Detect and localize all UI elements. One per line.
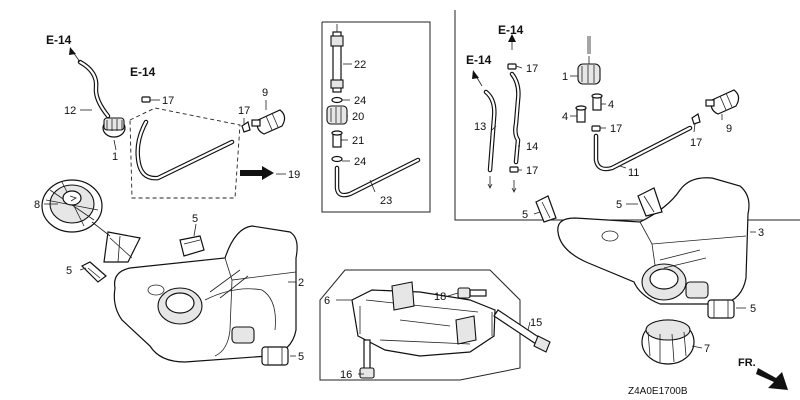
callout-4-a: 4 [608, 99, 614, 111]
callout-24-a: 24 [354, 95, 366, 107]
grommet-right-1 [535, 195, 557, 223]
callout-9-right: 9 [726, 123, 732, 135]
callout-5-c: 5 [298, 351, 304, 363]
callout-21: 21 [352, 135, 364, 147]
inset-box-6 [319, 269, 521, 381]
callout-4-b: 4 [562, 111, 568, 123]
callout-9-left: 9 [262, 87, 268, 99]
ref-e14-left: E-14 [46, 33, 72, 47]
callout-16: 16 [340, 369, 352, 381]
callout-17-e: 17 [610, 123, 622, 135]
pipe-22 [330, 24, 344, 93]
callout-5-e: 5 [616, 199, 622, 211]
fuel-tank-left [113, 225, 298, 363]
part-callouts: 12 1 17 17 9 19 8 5 5 2 5 22 24 20 21 24… [34, 59, 764, 381]
divider-line [454, 10, 800, 221]
inset-box-19 [321, 21, 431, 213]
joint-4-a [591, 93, 603, 111]
callout-17-a: 17 [162, 95, 174, 107]
bolt-15 [493, 309, 551, 353]
grommet-right-3 [707, 299, 735, 319]
joint-21 [331, 130, 343, 148]
leader-lines [44, 63, 756, 375]
joint-4-b [575, 105, 587, 123]
fuel-filter-right [577, 36, 601, 85]
callout-17-f: 17 [690, 137, 702, 149]
clip-17-b [241, 121, 251, 133]
callout-17-b: 17 [238, 105, 250, 117]
callout-15: 15 [530, 317, 542, 329]
callout-17-c: 17 [526, 63, 538, 75]
bolt-18 [457, 287, 487, 299]
grommet-left-2 [80, 261, 107, 283]
callout-11: 11 [628, 167, 639, 179]
ref-e14-right-2: E-14 [466, 53, 492, 67]
oring-24-a [331, 96, 343, 104]
oring-24-b [331, 155, 343, 163]
callout-23: 23 [380, 195, 392, 207]
callout-1-left: 1 [112, 151, 118, 163]
callout-7: 7 [704, 343, 710, 355]
check-valve-right [705, 89, 740, 115]
callout-19: 19 [288, 169, 300, 181]
clip-17-a [141, 96, 151, 103]
ref-e14-right: E-14 [498, 23, 524, 37]
fuel-tank-right [557, 177, 750, 305]
callout-8: 8 [34, 199, 40, 211]
clip-17-f [691, 113, 701, 125]
callout-13: 13 [474, 121, 486, 133]
fuel-filter-left [102, 117, 126, 138]
callout-3: 3 [758, 227, 764, 239]
grommet-left-1 [179, 235, 205, 257]
check-valve-left [251, 109, 286, 135]
callout-5-a: 5 [192, 213, 198, 225]
arrow-to-19 [240, 166, 274, 180]
reference-labels: E-14 E-14 E-14 E-14 [46, 23, 524, 79]
filter-20 [326, 105, 348, 125]
callout-2: 2 [298, 277, 304, 289]
callout-12: 12 [64, 105, 76, 117]
bolt-16 [359, 339, 375, 379]
clip-17-e [591, 125, 601, 132]
fuel-cap-right [641, 319, 695, 365]
callout-14: 14 [526, 141, 538, 153]
hose-12 [69, 47, 111, 119]
fuel-cap-left [41, 179, 103, 233]
front-label: FR. [738, 357, 756, 369]
diagram-code: Z4A0E1700B [628, 386, 688, 397]
callout-1-right: 1 [562, 71, 568, 83]
callout-5-f: 5 [750, 303, 756, 315]
hose-14 [509, 71, 521, 193]
clip-17-c [507, 34, 517, 70]
callout-22: 22 [354, 59, 366, 71]
hose-11-right [593, 125, 693, 172]
callout-5-d: 5 [522, 209, 528, 221]
callout-18: 18 [434, 291, 446, 303]
hose-13 [472, 70, 497, 189]
clip-17-d [509, 166, 519, 173]
hose-11-left [135, 119, 235, 181]
callout-20: 20 [352, 111, 364, 123]
hose-23 [334, 157, 421, 198]
callout-24-b: 24 [354, 156, 366, 168]
dashed-box-11 [129, 107, 241, 199]
grommet-left-3 [261, 346, 289, 366]
callout-5-b: 5 [66, 265, 72, 277]
callout-17-d: 17 [526, 165, 538, 177]
grommet-right-2 [637, 187, 663, 217]
front-direction-arrow [756, 368, 788, 390]
callout-6: 6 [324, 295, 330, 307]
ref-e14-left-2: E-14 [130, 65, 156, 79]
bracket-6 [351, 281, 496, 357]
cap-retainer [91, 221, 141, 263]
